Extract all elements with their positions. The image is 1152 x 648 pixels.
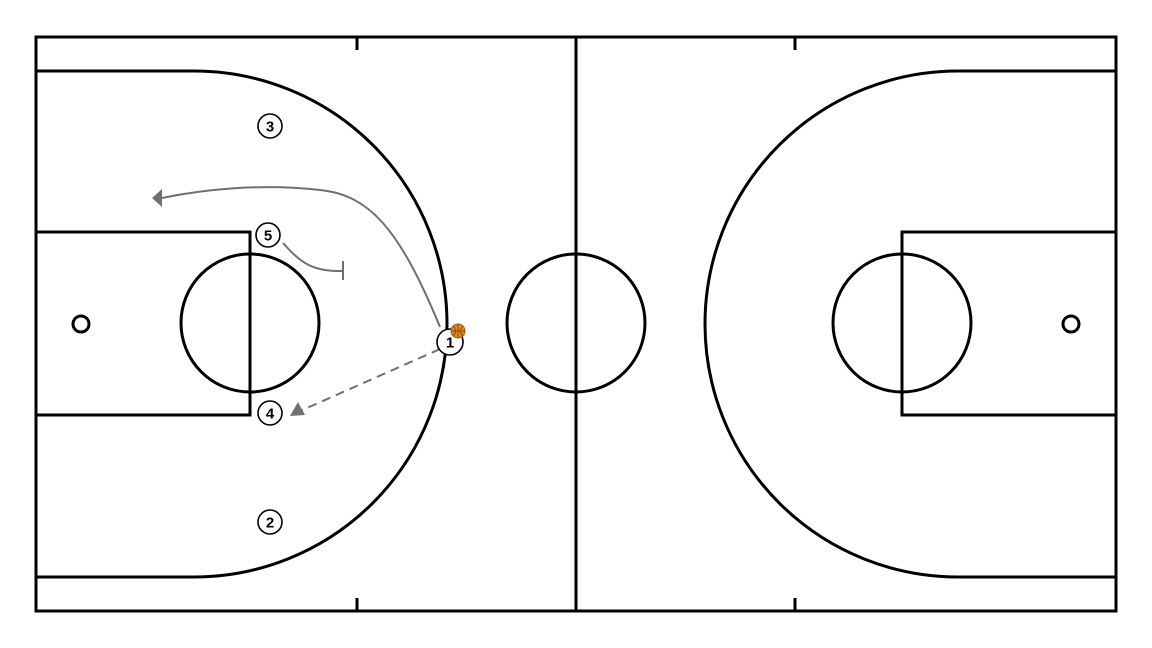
dribble-path-player-1: [161, 186, 441, 328]
free-throw-circle-left: [179, 252, 321, 394]
basket-right: [1061, 314, 1081, 334]
arrowhead-icon: [290, 402, 305, 416]
pass-line-1-to-4: [297, 348, 441, 413]
center-circle: [505, 252, 647, 394]
player-5-label: 5: [264, 228, 272, 245]
three-point-line-left: [36, 69, 449, 579]
player-2: 2: [257, 509, 283, 535]
player-5: 5: [255, 222, 281, 248]
free-throw-circle-right: [831, 252, 973, 394]
player-3: 3: [257, 113, 283, 139]
basket-left: [71, 314, 91, 334]
player-3-label: 3: [266, 119, 274, 136]
player-4-label: 4: [266, 406, 275, 423]
free-throw-lane-right: [900, 230, 1118, 417]
three-point-line-right: [703, 69, 1116, 579]
player-1-label: 1: [446, 335, 454, 352]
arrowhead-icon: [152, 189, 162, 207]
screen-path-player-5: [282, 242, 344, 273]
player-2-label: 2: [266, 515, 274, 532]
player-4: 4: [257, 400, 283, 426]
free-throw-lane-left: [34, 230, 252, 417]
basketball-icon: [450, 323, 466, 339]
